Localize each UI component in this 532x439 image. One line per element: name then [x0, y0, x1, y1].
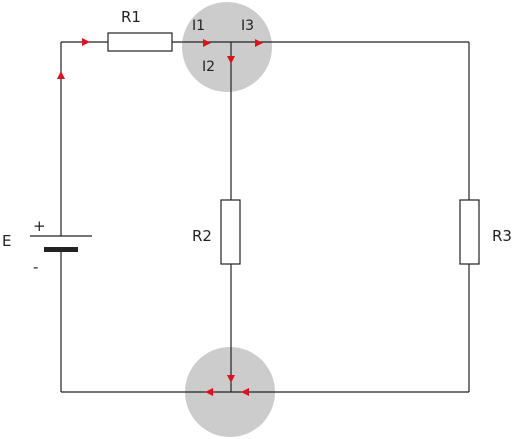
- current-arrows: [57, 38, 263, 396]
- arrow-left-up: [57, 71, 65, 79]
- resistor-r3: [459, 199, 480, 265]
- arrow-bottom-node-left: [205, 388, 213, 396]
- label-r2: R2: [192, 227, 212, 245]
- resistor-r1: [107, 32, 173, 52]
- label-i2: I2: [202, 59, 215, 75]
- top-node-highlight: [182, 2, 272, 92]
- arrow-bottom-right-to-node: [241, 388, 249, 396]
- battery-negative-plate: [44, 247, 78, 252]
- wires: [60, 41, 470, 393]
- label-plus: +: [33, 217, 46, 235]
- arrow-i3: [255, 39, 263, 47]
- label-i1: I1: [192, 18, 205, 34]
- label-i3: I3: [241, 18, 254, 34]
- arrow-top-before-r1: [82, 38, 90, 46]
- label-r1: R1: [121, 8, 141, 26]
- arrow-mid-down-bottom: [227, 375, 235, 383]
- label-r3: R3: [492, 227, 512, 245]
- resistor-r2: [220, 199, 241, 265]
- arrow-i1: [203, 39, 211, 47]
- label-e: E: [2, 232, 11, 250]
- label-minus: -: [33, 258, 38, 276]
- arrow-i2: [227, 56, 235, 64]
